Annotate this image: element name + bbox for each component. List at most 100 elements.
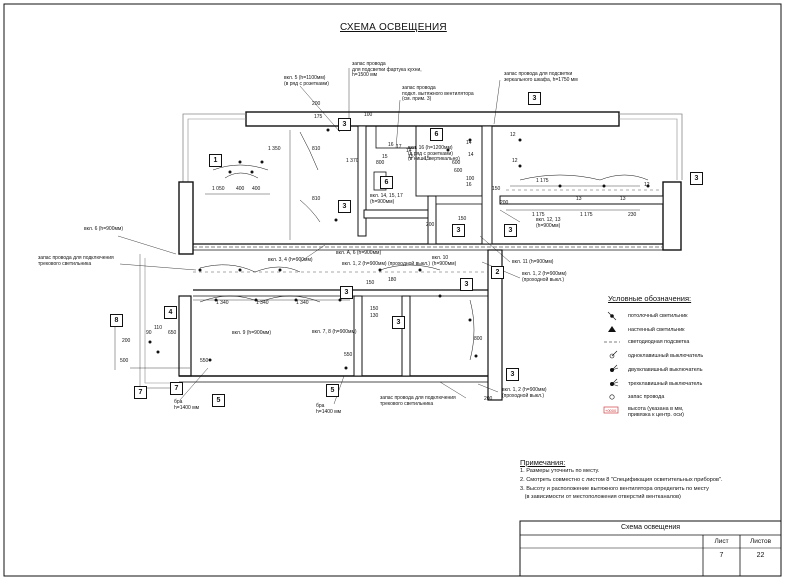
legend-item: запас провода: [628, 394, 665, 400]
switch-label-1-2-c: вкл. 1, 2 (h=900мм)(проходной выкл.): [502, 387, 547, 399]
fixture-markers: [148, 128, 650, 370]
dimension-label: 1 175: [532, 212, 545, 218]
room-tag: 3: [504, 224, 517, 237]
dimension-label: 130: [370, 313, 379, 319]
dimension-label: 14: [406, 148, 412, 154]
triple-switch-icon: [610, 378, 619, 387]
dimension-label: 14: [466, 140, 472, 146]
dimension-label: 13: [576, 196, 582, 202]
dimension-label: 13: [620, 196, 626, 202]
top-wall: [245, 111, 620, 127]
dimension-label: 180: [388, 277, 397, 283]
dimension-label: 1 340: [296, 300, 309, 306]
dimension-label: 400: [252, 186, 261, 192]
switch-label-12-13: вкл. 12, 13(h=900мм): [536, 217, 561, 229]
single-switch-icon: [609, 350, 618, 359]
switch-label-9: вкл. 9 (h=900мм): [232, 330, 272, 336]
dimension-label: 400: [236, 186, 245, 192]
room-tag: 8: [110, 314, 123, 327]
switch-label-1-2-b: вкл. 1, 2 (h=900мм)(проходной выкл.): [522, 271, 567, 283]
dimension-label: 15: [424, 156, 430, 162]
title-block: [519, 520, 782, 577]
dimension-label: 200: [500, 200, 509, 206]
room-tag: 3: [392, 316, 405, 329]
dimension-label: 550: [344, 352, 353, 358]
height-mark-value: +0000: [605, 407, 617, 413]
switch-label-11: вкл. 11 (h=900мм): [512, 259, 554, 265]
dimension-label: 150: [458, 216, 467, 222]
dimension-label: 200: [426, 222, 435, 228]
wire-reserve-icon: [609, 394, 615, 400]
room-tag: 4: [164, 306, 177, 319]
dimension-label: 100: [364, 112, 373, 118]
note-item: 1. Размеры уточнить по месту.: [520, 468, 600, 474]
switch-label-14: вкл. 14, 15, 17(h=900мм): [370, 193, 403, 205]
dimension-label: 110: [154, 325, 162, 331]
switch-label-16: вкл. 16 (h=1200мм)(в ряд с розетками)(в …: [408, 145, 460, 163]
dimension-label: 12: [644, 182, 650, 188]
dimension-label: 600: [452, 160, 461, 166]
switch-label-5: вкл. 5 (h=1100мм)(в ряд с розетками): [284, 75, 329, 87]
dimension-label: 1 050: [212, 186, 225, 192]
room-tag: 6: [380, 176, 393, 189]
stamp-name: Схема освещения: [620, 524, 681, 531]
dimension-label: 16: [466, 182, 472, 188]
sheet-frame: [3, 3, 782, 577]
left-wall: [178, 181, 194, 255]
note-item: (в зависимости от местоположения отверст…: [520, 494, 681, 500]
room-tag: 5: [212, 394, 225, 407]
dimension-label: 16: [388, 142, 394, 148]
dimension-label: 1 370: [346, 158, 359, 164]
dimension-label: 90: [146, 330, 152, 336]
legend-title: Условные обозначения:: [608, 294, 692, 303]
dimension-label: 200: [312, 101, 321, 107]
dimension-label: 550: [200, 358, 209, 364]
legend-item: светодиодная подсветка: [628, 339, 690, 345]
room-tag: 2: [491, 266, 504, 279]
room-tag: 5: [326, 384, 339, 397]
dimension-label: 12: [510, 132, 516, 138]
room-tag: 3: [690, 172, 703, 185]
switch-label-3-4: вкл. 3, 4 (h=900мм): [268, 257, 313, 263]
legend-item: двухклавишный выключатель: [628, 367, 703, 373]
notes-title: Примечания:: [520, 458, 566, 467]
legend-item: трехклавишный выключатель: [628, 381, 703, 387]
room-tag: 3: [338, 118, 351, 131]
dimension-label: 500: [120, 358, 129, 364]
dimension-label: 800: [376, 160, 385, 166]
dimension-label: 600: [454, 168, 463, 174]
room-tag: 3: [452, 224, 465, 237]
room-tag: 3: [528, 92, 541, 105]
room-tag: 6: [430, 128, 443, 141]
dimension-label: 15: [408, 154, 414, 160]
dimension-label: 150: [492, 186, 501, 192]
dimension-label: 1 350: [268, 146, 281, 152]
legend-item: настенный светильник: [628, 327, 685, 333]
dimension-label: 150: [370, 306, 379, 312]
dimension-label: 230: [628, 212, 637, 218]
wall-light-icon: [608, 326, 616, 332]
height-mark-icon: [603, 406, 619, 414]
dimension-label: 200: [484, 396, 493, 402]
room-tag: 3: [340, 286, 353, 299]
stamp-sheets-label: Листов: [749, 538, 772, 545]
switch-label-7-8: вкл. 7, 8 (h=900мм): [312, 329, 357, 335]
dimension-label: 175: [314, 114, 323, 120]
dimension-label: 810: [312, 196, 321, 202]
dimension-label: 17: [396, 144, 402, 150]
dimension-label: 150: [366, 280, 375, 286]
legend-item: потолочный светильник: [628, 313, 688, 319]
dimension-label: 1 340: [216, 300, 229, 306]
switch-label-a-6: вкл. А, 6 (h=900мм): [336, 250, 382, 256]
right-wall: [662, 181, 682, 251]
room-tag: 3: [338, 200, 351, 213]
ceiling-light-icon: [607, 311, 617, 321]
double-switch-icon: [610, 364, 619, 372]
